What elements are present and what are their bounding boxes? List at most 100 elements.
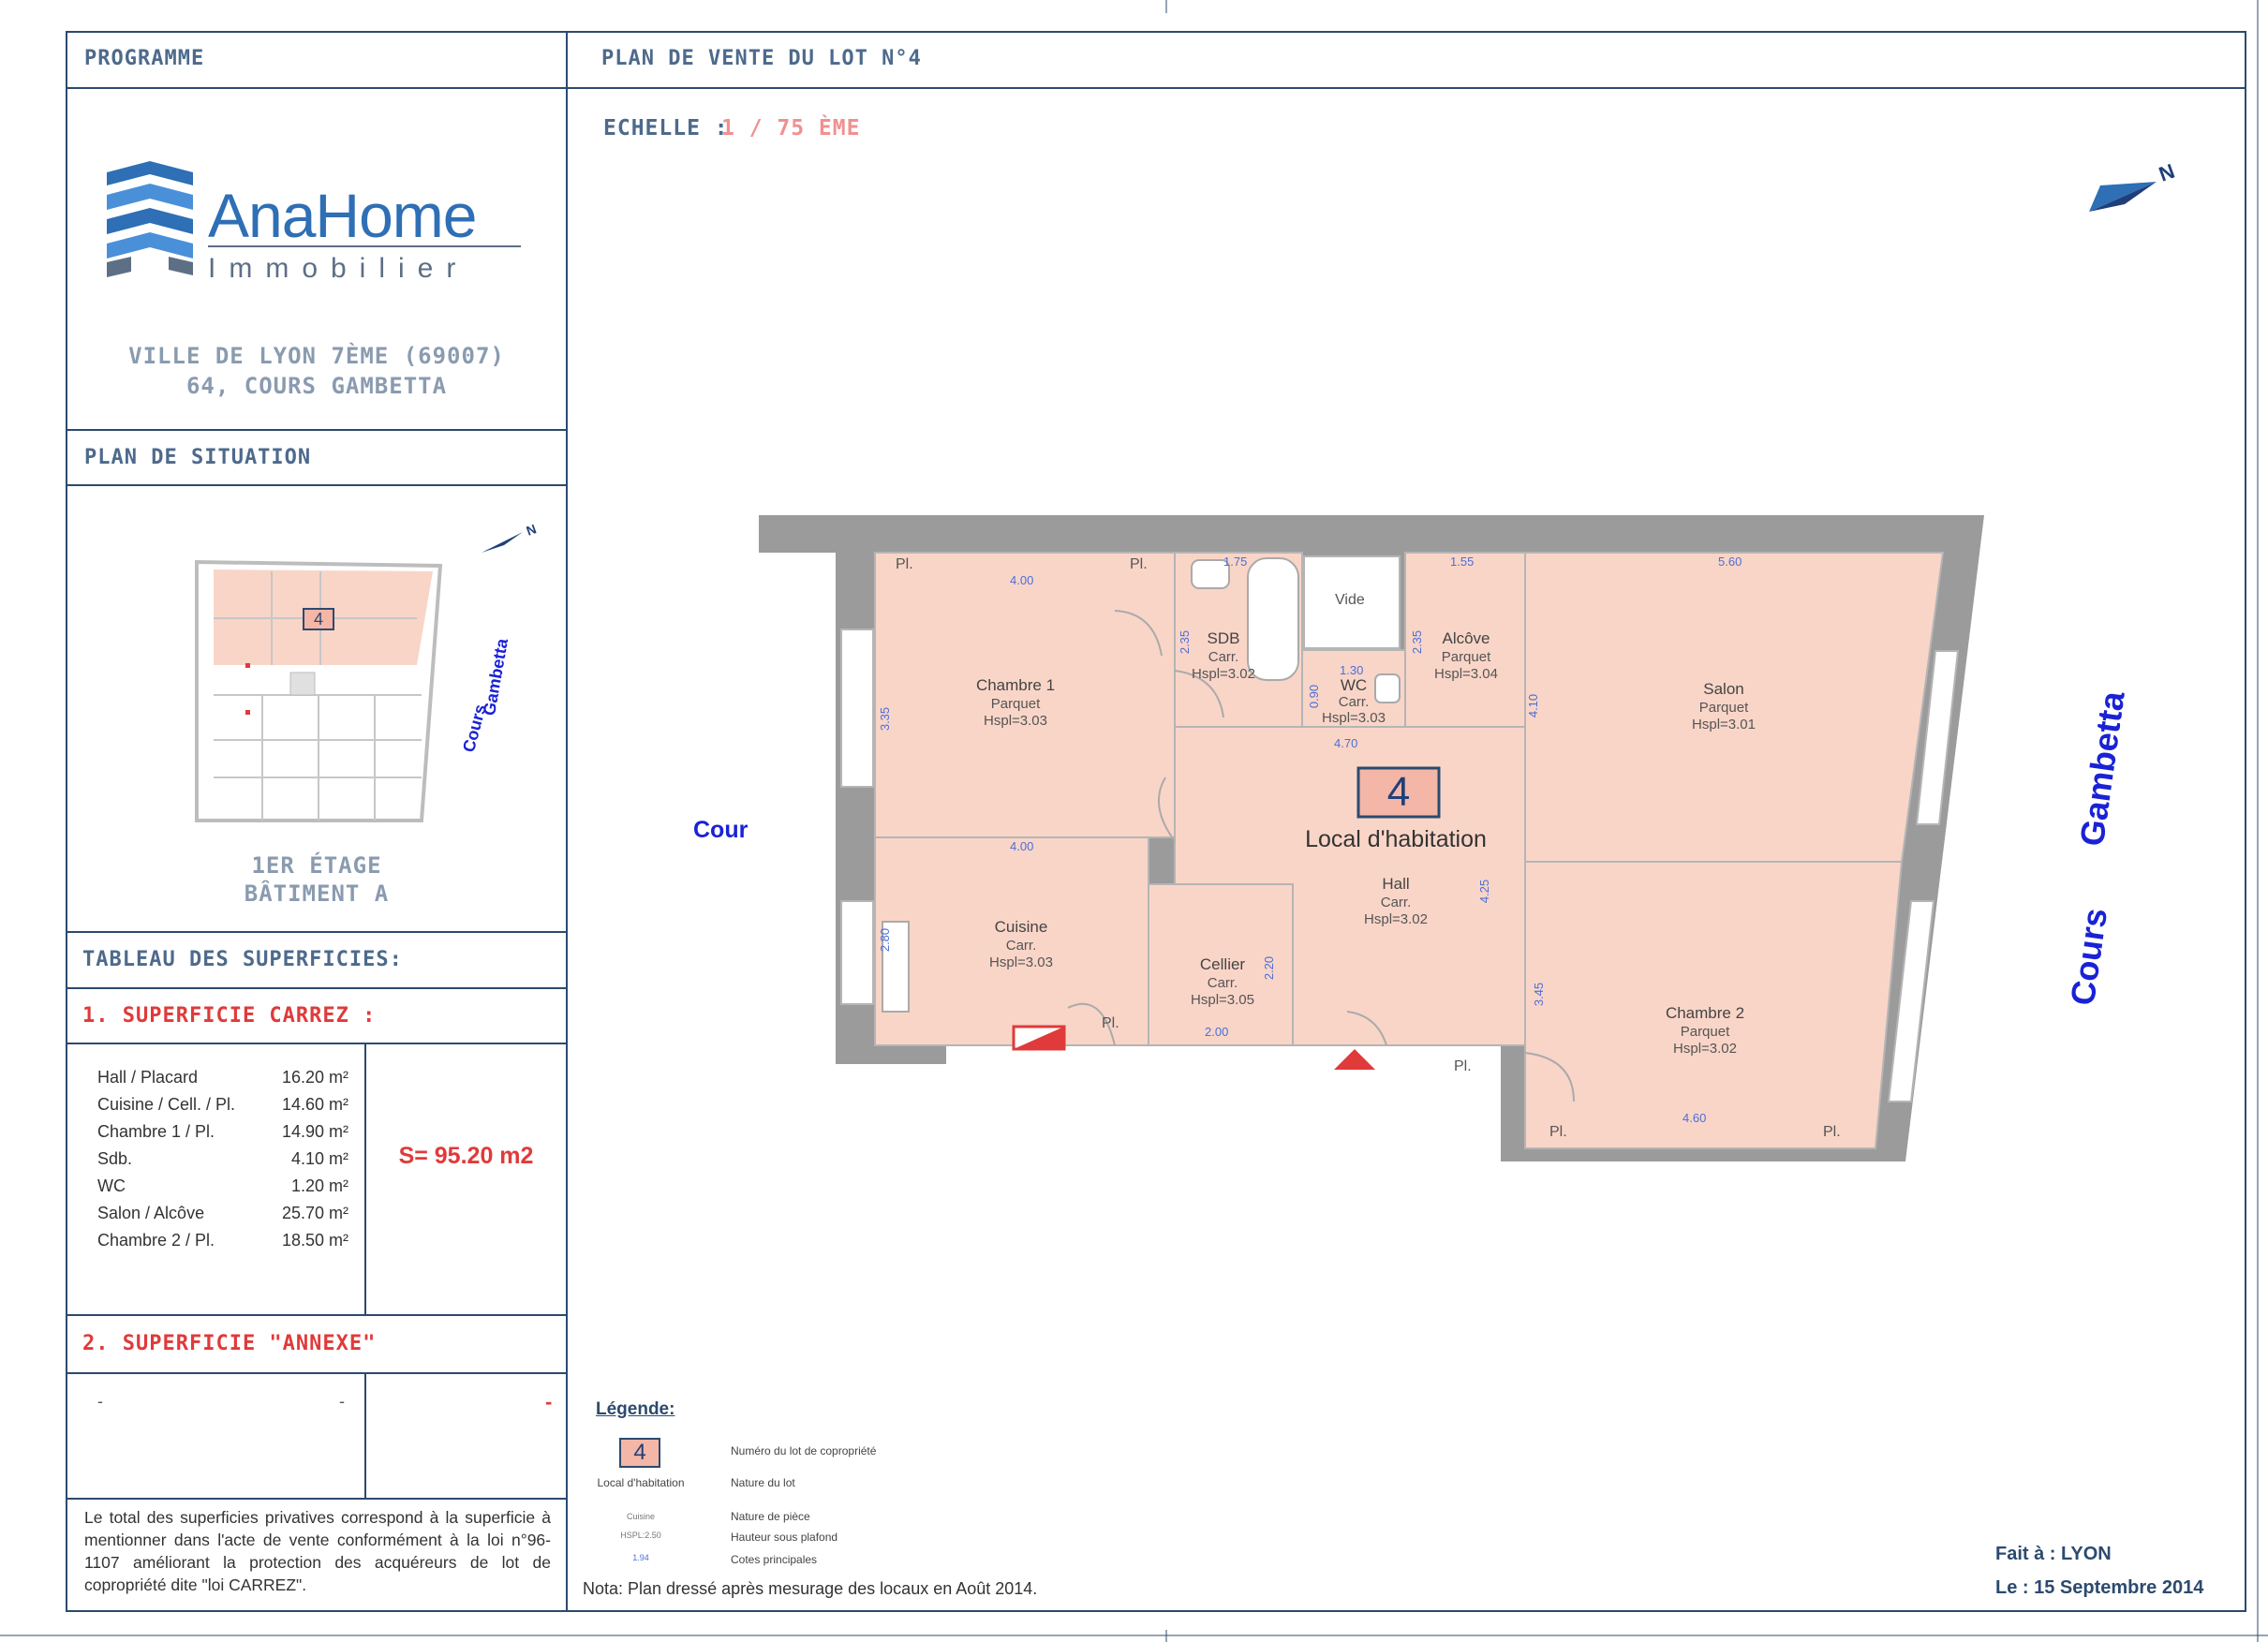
carrez-row-value: 14.60 m² bbox=[281, 1095, 348, 1114]
carrez-footnote: Le total des superficies privatives corr… bbox=[84, 1508, 551, 1594]
room-height: Hspl=3.02 bbox=[1673, 1041, 1737, 1057]
carrez-row-value: 25.70 m² bbox=[281, 1204, 348, 1222]
lot-number: 4 bbox=[1386, 769, 1411, 815]
legend-room-sample: Cuisine bbox=[626, 1512, 655, 1521]
table-title: TABLEAU DES SUPERFICIES: bbox=[82, 948, 403, 971]
room-name: SDB bbox=[1207, 629, 1240, 647]
dimension: 3.45 bbox=[1532, 982, 1547, 1007]
room-name: Chambre 1 bbox=[975, 676, 1056, 694]
room-name: Chambre 2 bbox=[1665, 1004, 1745, 1022]
room-height: Hspl=3.01 bbox=[1692, 717, 1756, 732]
carrez-row-label: Cuisine / Cell. / Pl. bbox=[97, 1095, 236, 1114]
placard-label: Pl. bbox=[896, 556, 913, 572]
room-floor: Carr. bbox=[1208, 649, 1239, 665]
north-label: N bbox=[2156, 159, 2177, 186]
carrez-row-value: 16.20 m² bbox=[281, 1068, 348, 1087]
annexe-total-dash: - bbox=[545, 1390, 553, 1413]
washbasin-icon bbox=[1191, 559, 1230, 589]
dimension: 4.25 bbox=[1477, 879, 1492, 904]
legend-height-sample: HSPL:2.50 bbox=[620, 1531, 661, 1540]
situation-title: PLAN DE SITUATION bbox=[84, 446, 312, 469]
legend-title: Légende: bbox=[596, 1399, 675, 1419]
dimension: 2.35 bbox=[1178, 629, 1193, 655]
room-height: Hspl=3.03 bbox=[989, 954, 1053, 970]
legend-desc-dim: Cotes principales bbox=[731, 1553, 818, 1566]
carrez-row-label: Chambre 1 / Pl. bbox=[97, 1122, 215, 1141]
carrez-row: Chambre 1 / Pl. 14.90 m² bbox=[97, 1122, 348, 1142]
dimension: 2.80 bbox=[878, 927, 893, 953]
scale-value: 1 / 75 ÈME bbox=[721, 116, 861, 141]
logo-name: AnaHome bbox=[208, 181, 477, 250]
room-name: Cellier bbox=[1199, 955, 1246, 973]
scale-label: ECHELLE : bbox=[603, 116, 729, 141]
annexe-dash: - bbox=[97, 1392, 103, 1411]
dimension: 0.90 bbox=[1307, 684, 1322, 709]
carrez-row: Sdb. 4.10 m² bbox=[97, 1149, 348, 1169]
carrez-title: 1. SUPERFICIE CARREZ : bbox=[82, 1004, 377, 1028]
room-floor: Carr. bbox=[1005, 938, 1037, 954]
room-height: Hspl=3.05 bbox=[1191, 992, 1254, 1008]
dimension: 2.20 bbox=[1262, 955, 1277, 981]
room-name: Cuisine bbox=[994, 918, 1048, 936]
legend-nature-sample: Local d'habitation bbox=[597, 1476, 685, 1489]
annexe-dash: - bbox=[339, 1392, 345, 1411]
room-name: Alcôve bbox=[1442, 629, 1490, 647]
toilet-icon bbox=[1374, 673, 1401, 703]
floor-line-1: 1ER ÉTAGE bbox=[251, 852, 382, 879]
placard-label: Pl. bbox=[1823, 1124, 1841, 1140]
logo-rule bbox=[208, 245, 521, 247]
survey-note: Nota: Plan dressé après mesurage des loc… bbox=[583, 1579, 1038, 1598]
placard-label: Pl. bbox=[1549, 1124, 1567, 1140]
placard-label: Pl. bbox=[1130, 556, 1148, 572]
dimension: 1.30 bbox=[1340, 663, 1364, 677]
dimension: 4.10 bbox=[1526, 693, 1541, 718]
north-arrow-icon: N bbox=[2089, 159, 2178, 212]
dimension: 4.00 bbox=[1010, 839, 1034, 853]
room-floor: Parquet bbox=[1441, 649, 1491, 665]
bathtub-icon bbox=[1247, 557, 1299, 681]
room-floor: Carr. bbox=[1380, 895, 1412, 910]
dimension: 1.75 bbox=[1223, 555, 1248, 569]
annexe-title: 2. SUPERFICIE "ANNEXE" bbox=[82, 1332, 377, 1355]
signature-date: Le : 15 Septembre 2014 bbox=[1995, 1577, 2204, 1598]
room-floor: Parquet bbox=[1698, 700, 1749, 716]
situation-lot-number: 4 bbox=[314, 610, 323, 629]
fait-a: Fait à : LYON bbox=[1995, 1544, 2112, 1564]
carrez-row: Hall / Placard 16.20 m² bbox=[97, 1068, 348, 1087]
room-height: Hspl=3.03 bbox=[1322, 710, 1386, 726]
dimension: 5.60 bbox=[1718, 555, 1742, 569]
dimension: 4.60 bbox=[1682, 1111, 1707, 1125]
room-floor: Carr. bbox=[1338, 694, 1370, 710]
room-height: Hspl=3.04 bbox=[1434, 666, 1498, 682]
dimension: 4.00 bbox=[1010, 573, 1034, 587]
carrez-row-value: 1.20 m² bbox=[290, 1176, 348, 1195]
legend-dim-sample: 1.94 bbox=[632, 1553, 649, 1562]
placard-label: Pl. bbox=[1454, 1058, 1472, 1074]
carrez-total: S= 95.20 m2 bbox=[398, 1143, 534, 1169]
address-line-2: 64, COURS GAMBETTA bbox=[185, 373, 448, 399]
windows bbox=[840, 555, 1960, 1102]
plan-title: PLAN DE VENTE DU LOT N°4 bbox=[601, 47, 922, 70]
lot-nature: Local d'habitation bbox=[1305, 826, 1487, 852]
room-height: Hspl=3.02 bbox=[1364, 911, 1428, 927]
carrez-row-label: Chambre 2 / Pl. bbox=[97, 1231, 215, 1250]
carrez-row-value: 4.10 m² bbox=[290, 1149, 348, 1168]
vide-label: Vide bbox=[1335, 592, 1365, 608]
room-floor: Carr. bbox=[1207, 975, 1238, 991]
room-name: Salon bbox=[1703, 680, 1744, 698]
street-cour: Cour bbox=[693, 817, 749, 843]
room-height: Hspl=3.03 bbox=[984, 713, 1047, 729]
room-floor: Parquet bbox=[990, 696, 1041, 712]
carrez-row-value: 18.50 m² bbox=[281, 1231, 348, 1250]
dimension: 2.35 bbox=[1410, 629, 1425, 655]
carrez-row-value: 14.90 m² bbox=[281, 1122, 348, 1141]
carrez-row-label: Sdb. bbox=[97, 1149, 133, 1168]
floor-line-2: BÂTIMENT A bbox=[244, 880, 390, 907]
carrez-row-label: Hall / Placard bbox=[97, 1068, 199, 1087]
legend-lot-box bbox=[619, 1438, 660, 1468]
carrez-row-label: Salon / Alcôve bbox=[97, 1204, 205, 1222]
carrez-row: Salon / Alcôve 25.70 m² bbox=[97, 1204, 348, 1223]
